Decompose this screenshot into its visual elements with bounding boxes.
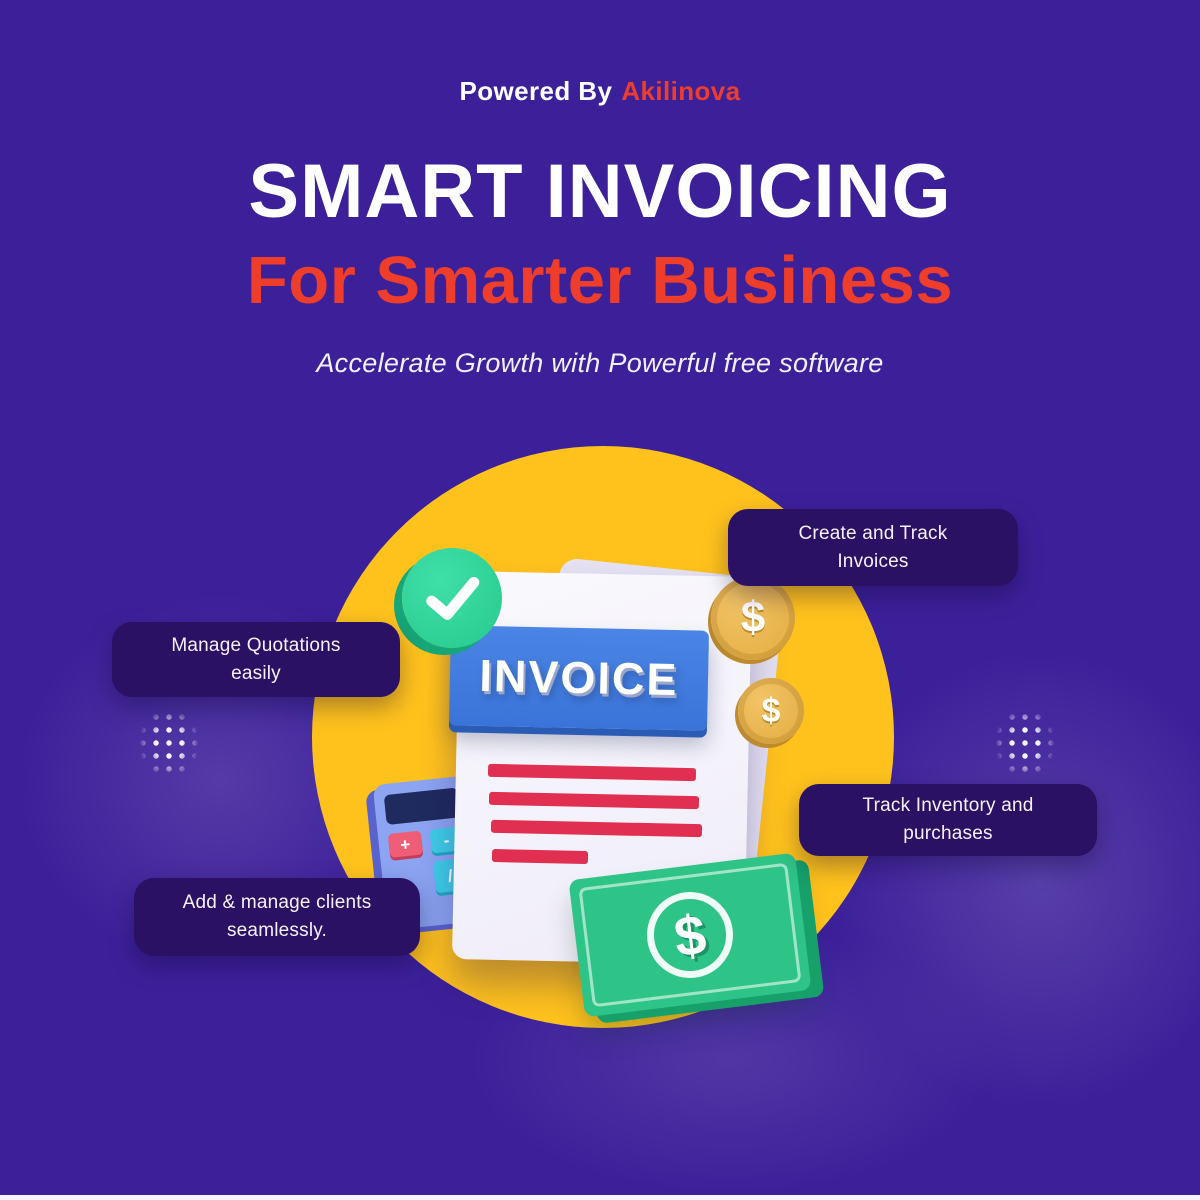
coin-small-icon: $ bbox=[738, 678, 804, 744]
subtitle: For Smarter Business bbox=[246, 243, 954, 318]
feature-pill-manage-quotations: Manage Quotations easily bbox=[112, 622, 400, 697]
tagline: Accelerate Growth with Powerful free sof… bbox=[316, 348, 884, 378]
money-bill-icon: $ bbox=[568, 852, 812, 1018]
coin-large-icon: $ bbox=[711, 576, 795, 660]
feature-pill-create-invoices: Create and Track Invoices bbox=[728, 509, 1018, 586]
check-icon bbox=[426, 576, 480, 620]
feature-pill-add-clients: Add & manage clients seamlessly. bbox=[134, 878, 420, 956]
calculator-screen bbox=[383, 787, 461, 826]
invoice-banner-label: INVOICE bbox=[478, 649, 680, 706]
feature-label: Track Inventory and purchases bbox=[862, 795, 1034, 844]
bottom-edge-line bbox=[0, 1195, 1200, 1200]
dollar-sign-icon: $ bbox=[670, 901, 710, 969]
invoice-banner: INVOICE bbox=[448, 625, 710, 731]
halftone-dots-left-icon bbox=[140, 708, 198, 778]
feature-label: Manage Quotations easily bbox=[171, 634, 341, 684]
halftone-dots-right-icon bbox=[996, 708, 1054, 778]
powered-by-line: Powered By Akilinova bbox=[0, 76, 1200, 107]
check-badge bbox=[402, 548, 502, 648]
dollar-sign-icon: $ bbox=[761, 691, 781, 730]
invoice-text-line bbox=[491, 848, 589, 865]
feature-pill-track-inventory: Track Inventory and purchases bbox=[799, 784, 1097, 856]
main-title: SMART INVOICING bbox=[248, 149, 952, 234]
feature-label: Create and Track Invoices bbox=[798, 522, 948, 572]
feature-label: Add & manage clients seamlessly. bbox=[182, 892, 372, 941]
dollar-sign-icon: $ bbox=[740, 593, 766, 642]
brand-name: Akilinova bbox=[621, 76, 741, 106]
calculator-plus-key: + bbox=[387, 830, 423, 858]
powered-by-text: Powered By bbox=[459, 76, 613, 106]
